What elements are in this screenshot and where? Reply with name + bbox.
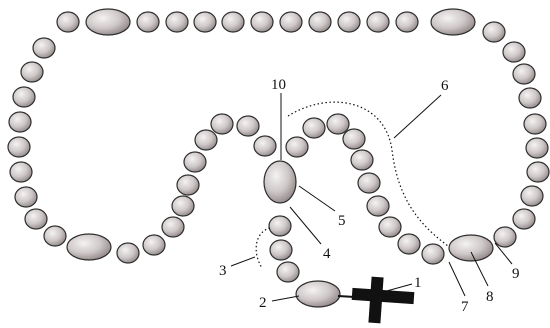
callout-1: 1 <box>414 275 422 291</box>
small-bead <box>308 11 332 33</box>
large-bead <box>448 234 494 262</box>
small-bead <box>525 137 549 159</box>
leader-7 <box>448 261 466 297</box>
leader-3 <box>230 256 256 267</box>
small-bead <box>253 135 277 157</box>
cross-pendant <box>337 276 415 324</box>
small-bead <box>526 161 550 183</box>
small-bead <box>397 233 421 255</box>
small-bead <box>221 11 245 33</box>
callout-8: 8 <box>486 289 494 305</box>
small-bead <box>193 11 217 33</box>
leader-9 <box>494 242 513 265</box>
small-bead <box>12 86 36 108</box>
small-bead <box>378 216 402 238</box>
small-bead <box>366 11 390 33</box>
small-bead <box>24 208 48 230</box>
small-bead <box>366 195 390 217</box>
small-bead <box>9 161 33 183</box>
small-bead <box>116 242 140 264</box>
small-bead <box>142 234 166 256</box>
large-bead <box>66 233 112 261</box>
leader-8 <box>470 251 489 287</box>
small-bead <box>350 149 374 171</box>
center-bead <box>263 160 297 204</box>
cross-horizontal-bar <box>351 287 415 305</box>
bead-chain <box>7 8 550 308</box>
small-bead <box>183 151 207 173</box>
small-bead <box>14 186 38 208</box>
pendant-large-bead <box>295 280 341 308</box>
small-bead <box>56 11 80 33</box>
small-bead <box>136 11 160 33</box>
pendant-small-bead <box>268 215 292 237</box>
small-bead <box>194 129 218 151</box>
small-bead <box>7 136 31 158</box>
callout-2: 2 <box>259 295 267 311</box>
leader-6 <box>393 94 442 139</box>
callout-5: 5 <box>338 213 346 229</box>
small-bead <box>512 63 536 85</box>
leader-1 <box>382 283 413 293</box>
small-bead <box>32 37 56 59</box>
callout-9: 9 <box>512 266 520 282</box>
small-bead <box>512 208 536 230</box>
small-bead <box>326 113 350 135</box>
small-bead <box>236 115 260 137</box>
small-bead <box>161 216 185 238</box>
small-bead <box>520 185 544 207</box>
callout-7: 7 <box>461 299 469 315</box>
small-bead <box>43 225 67 247</box>
large-bead <box>85 8 131 36</box>
leader-5 <box>298 185 336 212</box>
small-bead <box>302 117 326 139</box>
callout-10: 10 <box>271 77 286 93</box>
small-bead <box>337 11 361 33</box>
small-bead <box>176 174 200 196</box>
pendant-small-bead <box>276 261 300 283</box>
small-bead <box>171 195 195 217</box>
small-bead <box>357 172 381 194</box>
pendant-small-bead <box>269 239 293 261</box>
small-bead <box>523 113 547 135</box>
small-bead <box>20 61 44 83</box>
small-bead <box>395 11 419 33</box>
small-bead <box>482 21 506 43</box>
small-bead <box>342 128 366 150</box>
leader-2 <box>271 295 300 302</box>
small-bead <box>493 226 517 248</box>
cross-vertical-bar <box>368 276 384 324</box>
small-bead <box>250 11 274 33</box>
callout-4: 4 <box>323 246 331 262</box>
small-bead <box>165 11 189 33</box>
small-bead <box>285 136 309 158</box>
callout-3: 3 <box>219 263 227 279</box>
leader-4 <box>289 206 322 245</box>
small-bead <box>279 11 303 33</box>
callout-6: 6 <box>441 78 449 94</box>
small-bead <box>8 111 32 133</box>
large-bead <box>430 8 476 36</box>
small-bead <box>210 113 234 135</box>
small-bead <box>518 87 542 109</box>
dotted-curve-3 <box>255 227 271 269</box>
small-bead <box>421 243 445 265</box>
small-bead <box>502 41 526 63</box>
